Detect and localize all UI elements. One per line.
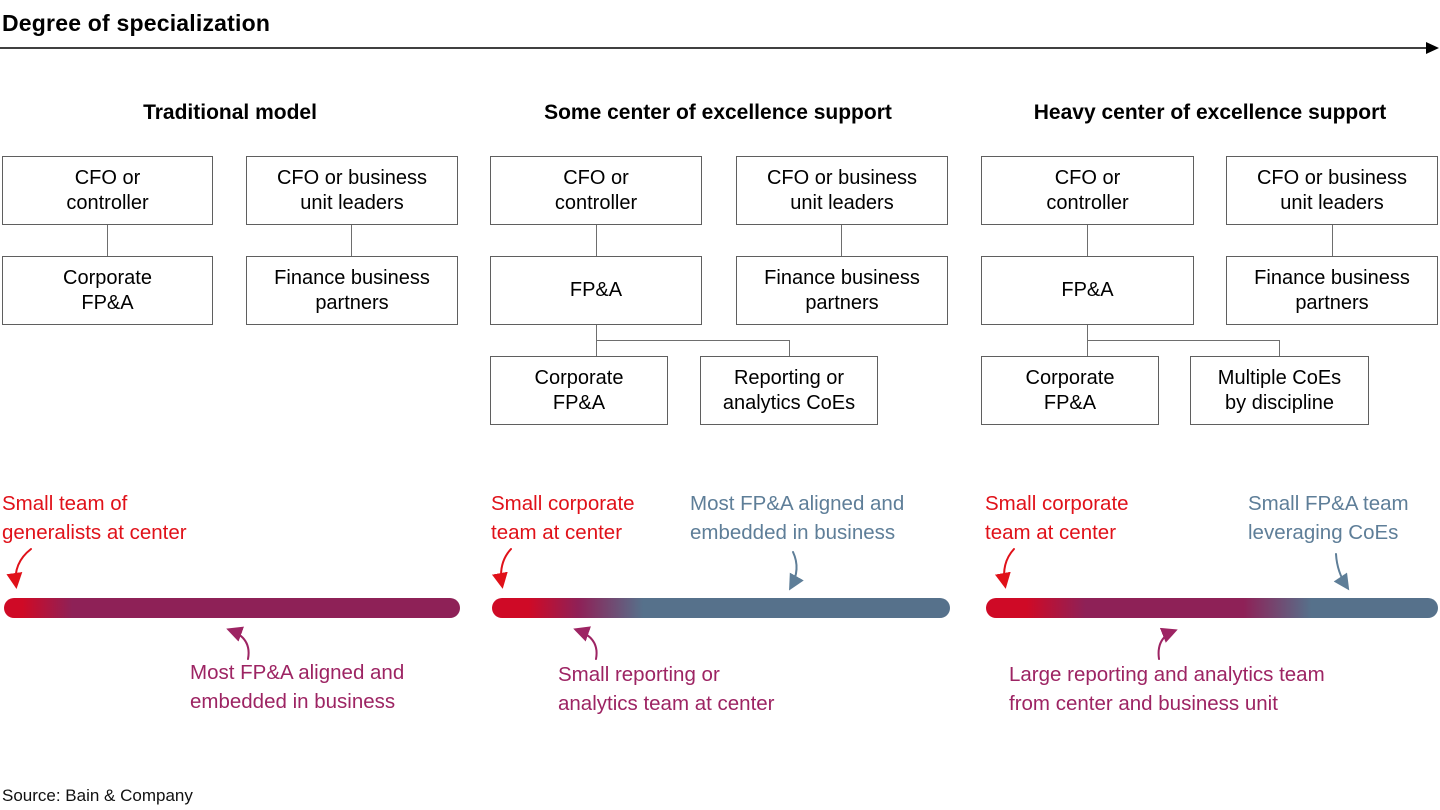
connector bbox=[596, 340, 790, 341]
model-2-box-reporting-coes: Reporting or analytics CoEs bbox=[700, 356, 878, 425]
connector bbox=[789, 340, 790, 356]
model-1-box-bu-leaders: CFO or business unit leaders bbox=[246, 156, 458, 225]
model-1-header: Traditional model bbox=[143, 101, 317, 124]
specialization-axis-arrow bbox=[0, 42, 1439, 54]
connector bbox=[841, 225, 842, 256]
connector bbox=[107, 225, 108, 256]
model-2-box-fpa: FP&A bbox=[490, 256, 702, 325]
model-3-box-finance-partners: Finance business partners bbox=[1226, 256, 1438, 325]
model-1-note-embedded: Most FP&A aligned and embedded in busine… bbox=[190, 661, 405, 713]
model-3-box-bu-leaders: CFO or business unit leaders bbox=[1226, 156, 1438, 225]
model-3-red-arrow-icon bbox=[994, 548, 1015, 589]
model-2-header: Some center of excellence support bbox=[544, 101, 892, 124]
model-1-box-cfo-controller: CFO or controller bbox=[2, 156, 213, 225]
model-1-note-center-team: Small team of generalists at center bbox=[2, 492, 187, 544]
connector bbox=[1087, 340, 1280, 341]
model-3-box-cfo-controller: CFO or controller bbox=[981, 156, 1194, 225]
source-credit: Source: Bain & Company bbox=[2, 786, 193, 805]
model-2-note-embedded: Most FP&A aligned and embedded in busine… bbox=[690, 492, 905, 544]
model-2-red-arrow-icon bbox=[491, 548, 512, 589]
model-2-note-reporting-team: Small reporting or analytics team at cen… bbox=[558, 663, 775, 715]
model-3-blue-arrow-icon bbox=[1333, 553, 1350, 591]
model-3-note-leveraging: Small FP&A team leveraging CoEs bbox=[1248, 492, 1409, 544]
model-3-box-corporate-fpa: Corporate FP&A bbox=[981, 356, 1159, 425]
model-3-note-center-team: Small corporate team at center bbox=[985, 492, 1129, 544]
connector bbox=[596, 225, 597, 256]
model-1-box-finance-partners: Finance business partners bbox=[246, 256, 458, 325]
model-1-box-corporate-fpa: Corporate FP&A bbox=[2, 256, 213, 325]
model-3-note-large-team: Large reporting and analytics team from … bbox=[1009, 663, 1325, 715]
model-1-red-arrow-icon bbox=[6, 548, 32, 589]
model-3-specialization-bar bbox=[986, 598, 1438, 618]
model-2-note-center-team: Small corporate team at center bbox=[491, 492, 635, 544]
connector bbox=[1332, 225, 1333, 256]
model-2-box-bu-leaders: CFO or business unit leaders bbox=[736, 156, 948, 225]
model-3-header: Heavy center of excellence support bbox=[1033, 101, 1387, 124]
model-2-specialization-bar bbox=[492, 598, 950, 618]
model-1-specialization-bar bbox=[4, 598, 460, 618]
model-3-box-multiple-coes: Multiple CoEs by discipline bbox=[1190, 356, 1369, 425]
connector bbox=[1279, 340, 1280, 356]
model-3-box-fpa: FP&A bbox=[981, 256, 1194, 325]
model-3-purple-arrow-icon bbox=[1157, 627, 1178, 660]
model-1-purple-arrow-icon bbox=[226, 626, 250, 660]
model-2-box-finance-partners: Finance business partners bbox=[736, 256, 948, 325]
axis-arrowhead-icon bbox=[1426, 42, 1439, 54]
model-2-blue-arrow-icon bbox=[789, 551, 804, 591]
connector bbox=[351, 225, 352, 256]
model-2-purple-arrow-icon bbox=[573, 626, 598, 660]
connector bbox=[1087, 225, 1088, 256]
model-2-box-cfo-controller: CFO or controller bbox=[490, 156, 702, 225]
model-2-box-corporate-fpa: Corporate FP&A bbox=[490, 356, 668, 425]
page-title: Degree of specialization bbox=[2, 10, 271, 36]
